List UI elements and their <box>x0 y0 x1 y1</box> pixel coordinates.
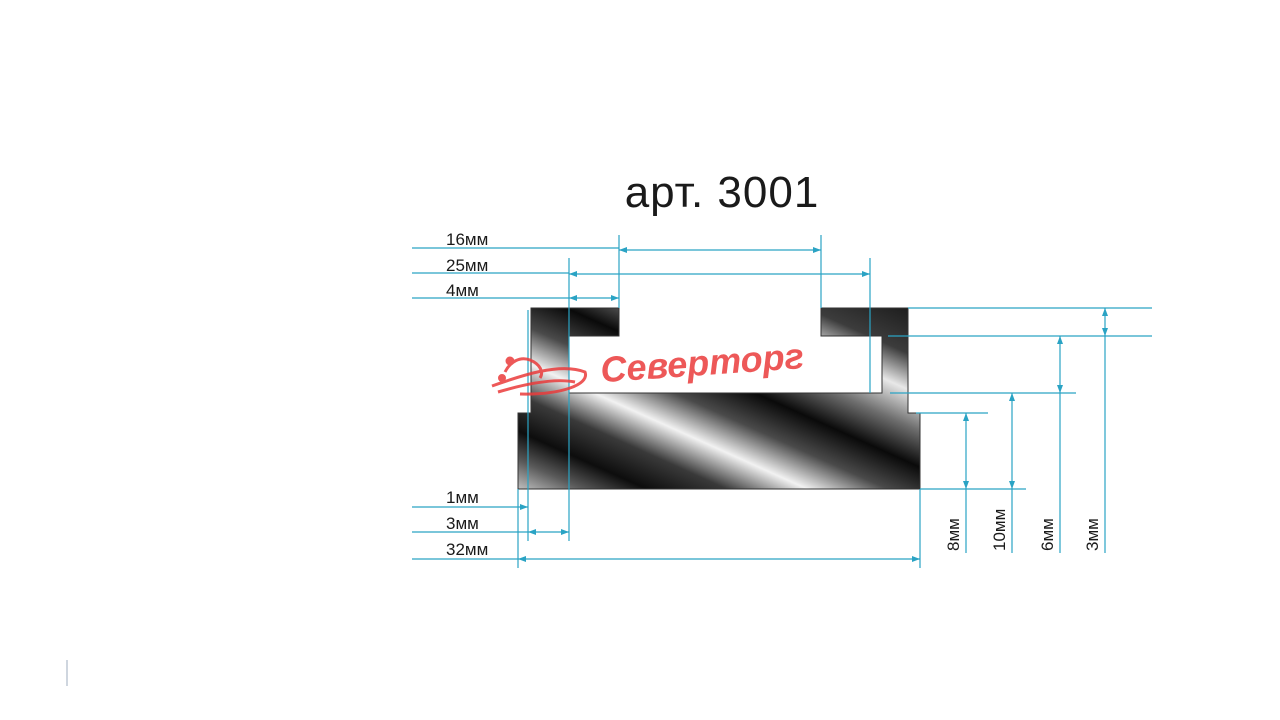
dimension-1mm: 1мм <box>412 488 528 510</box>
dim-label-10mm: 10мм <box>990 509 1009 551</box>
dimension-3mm-right: 3мм <box>1083 308 1108 553</box>
dim-label-1mm: 1мм <box>446 488 479 507</box>
dim-label-4mm: 4мм <box>446 281 479 300</box>
crab-swoosh-icon <box>491 356 587 396</box>
dim-label-3mm-right: 3мм <box>1083 518 1102 551</box>
dimension-10mm: 10мм <box>990 393 1015 553</box>
drawing-title: арт. 3001 <box>624 168 820 217</box>
dim-label-8mm: 8мм <box>944 518 963 551</box>
dimension-6mm: 6мм <box>1038 336 1063 553</box>
dimension-32mm: 32мм <box>412 540 920 562</box>
dimension-16mm: 16мм <box>412 230 821 253</box>
extension-lines <box>517 235 1152 568</box>
profile-cross-section <box>517 307 921 490</box>
dimension-8mm: 8мм <box>944 413 969 553</box>
dimension-25mm: 25мм <box>412 256 870 277</box>
dimension-4mm: 4мм <box>412 281 619 301</box>
dim-label-6mm: 6мм <box>1038 518 1057 551</box>
scan-artifact-line <box>66 660 68 686</box>
dim-label-3mm-bottom: 3мм <box>446 514 479 533</box>
logo-text: Северторг <box>599 335 805 390</box>
dim-label-16mm: 16мм <box>446 230 488 249</box>
dimension-3mm-bottom: 3мм <box>412 514 569 535</box>
dim-label-32mm: 32мм <box>446 540 488 559</box>
dim-label-25mm: 25мм <box>446 256 488 275</box>
